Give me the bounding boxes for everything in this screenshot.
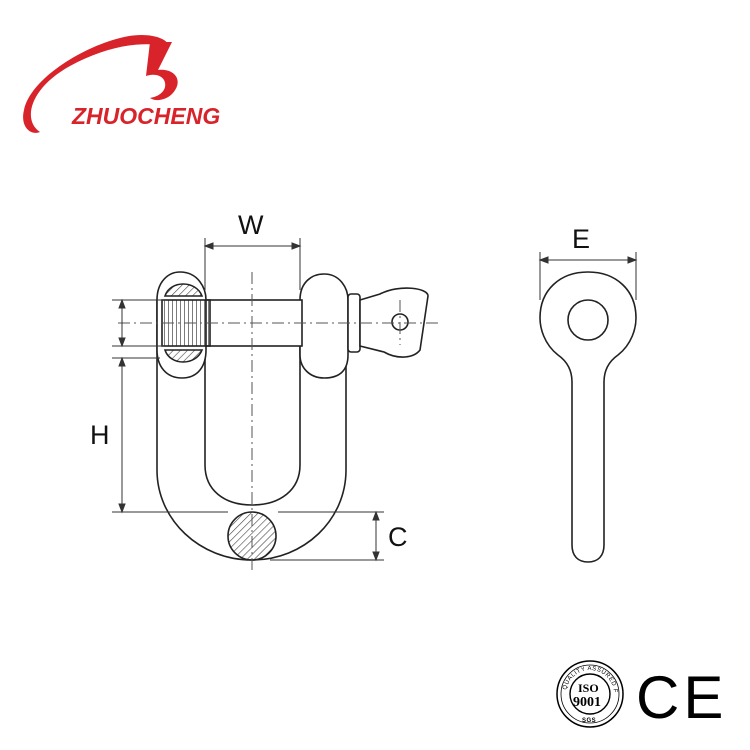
shackle-front-view	[156, 271, 429, 561]
shackle-side-view	[539, 271, 637, 563]
zhuocheng-logo: ZHUOCHENG	[23, 35, 220, 133]
dimension-e-label: E	[572, 224, 590, 254]
dimension-pin	[112, 298, 165, 348]
logo-flag	[146, 42, 178, 101]
iso-badge-9001: 9001	[573, 695, 601, 710]
dimension-h-label: H	[90, 420, 110, 450]
dimension-c-label: C	[388, 522, 408, 552]
shackle-ear-hatch-top	[163, 283, 204, 297]
logo-wordmark: ZHUOCHENG	[71, 103, 220, 129]
dimension-w	[203, 238, 302, 290]
shackle-centerlines	[118, 272, 442, 570]
side-view-outline	[539, 271, 637, 563]
shackle-ear-hatch-bottom	[163, 349, 204, 363]
dimension-h	[112, 356, 228, 514]
shackle-right-ear	[299, 273, 349, 379]
ce-mark: CE	[636, 664, 727, 731]
dimension-c	[270, 510, 384, 562]
iso-badge-sgs: SGS	[582, 718, 596, 724]
shackle-body	[156, 299, 347, 561]
dimension-e	[538, 252, 638, 300]
side-view-hole	[567, 299, 609, 341]
iso-badge-iso: ISO	[578, 681, 599, 695]
dimension-w-label: W	[238, 210, 264, 240]
